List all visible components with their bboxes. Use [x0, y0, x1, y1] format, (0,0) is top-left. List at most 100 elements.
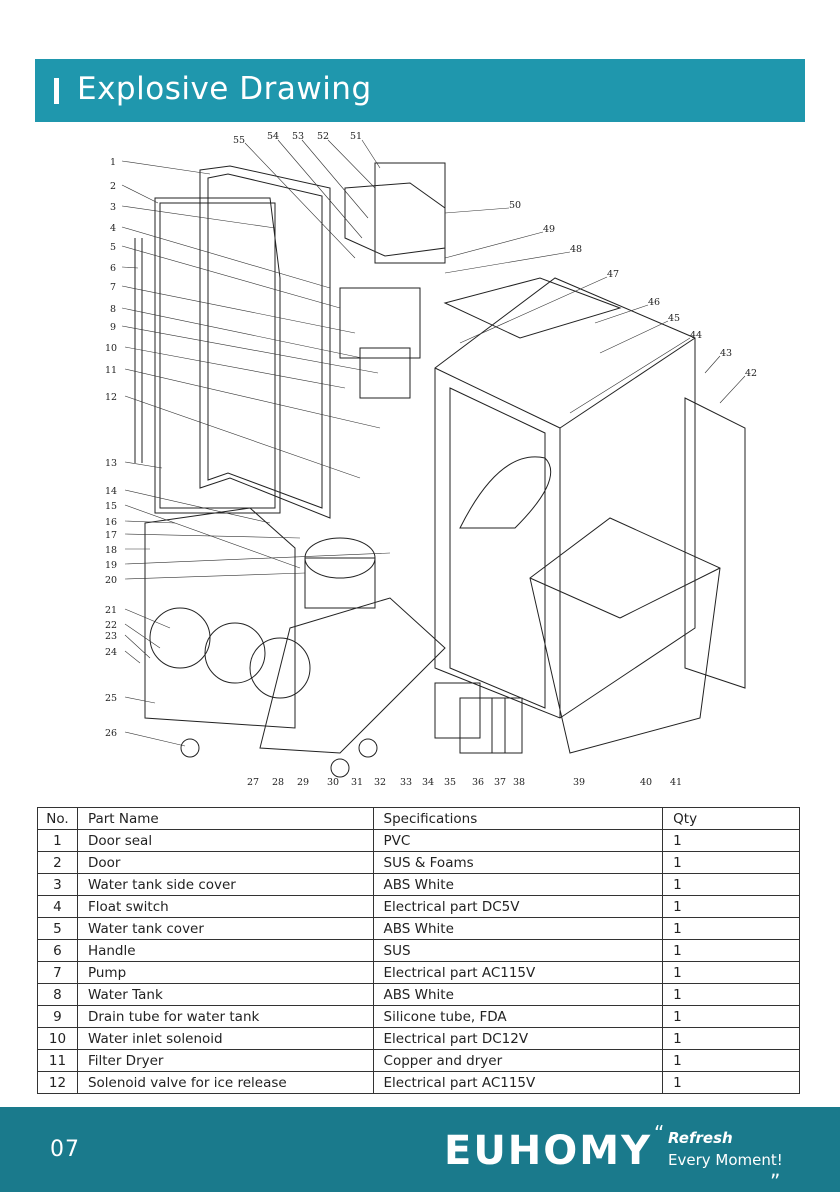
callout-37: 37	[494, 777, 506, 788]
cell-no: 9	[37, 1005, 78, 1028]
callout-29: 29	[297, 777, 309, 788]
ice-tray-assembly-illustration	[339, 162, 446, 399]
callout-27: 27	[247, 777, 259, 788]
cell-qty: 1	[662, 895, 800, 918]
cell-part-name: Water tank cover	[76, 917, 374, 940]
callout-16: 16	[105, 517, 117, 528]
cell-part-name: Filter Dryer	[76, 1049, 374, 1072]
page-footer: 07 EUHOMY “ Refresh Every Moment! „	[0, 1107, 840, 1192]
cabinet-illustration	[434, 277, 746, 719]
cell-specification: Electrical part DC12V	[372, 1027, 664, 1050]
cell-specification: Electrical part DC5V	[372, 895, 664, 918]
cell-no: 11	[37, 1049, 78, 1072]
page-number: 07	[50, 1137, 80, 1162]
cell-specification: Electrical part AC115V	[372, 1071, 664, 1094]
callout-28: 28	[272, 777, 284, 788]
cell-qty: 1	[662, 917, 800, 940]
callout-36: 36	[472, 777, 484, 788]
base-assembly-illustration	[144, 507, 523, 778]
table-header-row: No. Part Name Specifications Qty	[37, 807, 800, 830]
door-illustration	[134, 165, 331, 519]
callout-22: 22	[105, 620, 117, 631]
callout-41: 41	[670, 777, 682, 788]
section-header: Explosive Drawing	[35, 59, 805, 122]
cell-qty: 1	[662, 939, 800, 962]
cell-part-name: Drain tube for water tank	[76, 1005, 374, 1028]
callout-34: 34	[422, 777, 434, 788]
callout-53: 53	[292, 131, 304, 142]
cell-qty: 1	[662, 851, 800, 874]
callout-51: 51	[350, 131, 362, 142]
cell-part-name: Solenoid valve for ice release	[76, 1071, 374, 1094]
cell-qty: 1	[662, 1049, 800, 1072]
slogan-line-1: Refresh	[668, 1129, 733, 1147]
cell-no: 6	[37, 939, 78, 962]
callout-35: 35	[444, 777, 456, 788]
callout-39: 39	[573, 777, 585, 788]
cell-no: 5	[37, 917, 78, 940]
callout-47: 47	[607, 269, 619, 280]
callout-32: 32	[374, 777, 386, 788]
callout-4: 4	[110, 223, 116, 234]
cell-specification: ABS White	[372, 917, 664, 940]
cell-part-name: Water Tank	[76, 983, 374, 1006]
header-qty: Qty	[662, 807, 800, 830]
close-quote-mark: „	[770, 1157, 781, 1181]
callout-45: 45	[668, 313, 680, 324]
callout-10: 10	[105, 343, 117, 354]
callout-40: 40	[640, 777, 652, 788]
cell-qty: 1	[662, 1027, 800, 1050]
cell-specification: Silicone tube, FDA	[372, 1005, 664, 1028]
callout-3: 3	[110, 202, 116, 213]
callout-33: 33	[400, 777, 412, 788]
cell-no: 2	[37, 851, 78, 874]
cell-part-name: Door seal	[76, 829, 374, 852]
cell-no: 8	[37, 983, 78, 1006]
callout-7: 7	[110, 282, 116, 293]
cell-qty: 1	[662, 829, 800, 852]
slogan-line-2: Every Moment!	[668, 1151, 783, 1169]
cell-part-name: Float switch	[76, 895, 374, 918]
cell-part-name: Pump	[76, 961, 374, 984]
callout-30: 30	[327, 777, 339, 788]
callout-46: 46	[648, 297, 660, 308]
brand-logo: EUHOMY	[444, 1128, 653, 1174]
cell-specification: SUS & Foams	[372, 851, 664, 874]
cell-part-name: Water inlet solenoid	[76, 1027, 374, 1050]
cell-part-name: Door	[76, 851, 374, 874]
callout-43: 43	[720, 348, 732, 359]
cell-specification: ABS White	[372, 873, 664, 896]
callout-31: 31	[351, 777, 363, 788]
header-accent-bar	[54, 78, 59, 104]
cell-specification: Electrical part AC115V	[372, 961, 664, 984]
callout-5: 5	[110, 242, 116, 253]
callout-20: 20	[105, 575, 117, 586]
callout-8: 8	[110, 304, 116, 315]
callout-26: 26	[105, 728, 117, 739]
callout-52: 52	[317, 131, 329, 142]
callout-labels: 1 2 3 4 5 6 7 8 9 10 11 12 13 14 15 16 1…	[105, 131, 757, 788]
callout-49: 49	[543, 224, 555, 235]
cell-no: 1	[37, 829, 78, 852]
cell-specification: SUS	[372, 939, 664, 962]
callout-24: 24	[105, 647, 117, 658]
open-quote-mark: “	[654, 1121, 665, 1145]
callout-18: 18	[105, 545, 117, 556]
callout-54: 54	[267, 131, 279, 142]
header-specifications: Specifications	[372, 807, 664, 830]
cell-qty: 1	[662, 873, 800, 896]
callout-19: 19	[105, 560, 117, 571]
callout-2: 2	[110, 181, 116, 192]
callout-42: 42	[745, 368, 757, 379]
cell-specification: ABS White	[372, 983, 664, 1006]
